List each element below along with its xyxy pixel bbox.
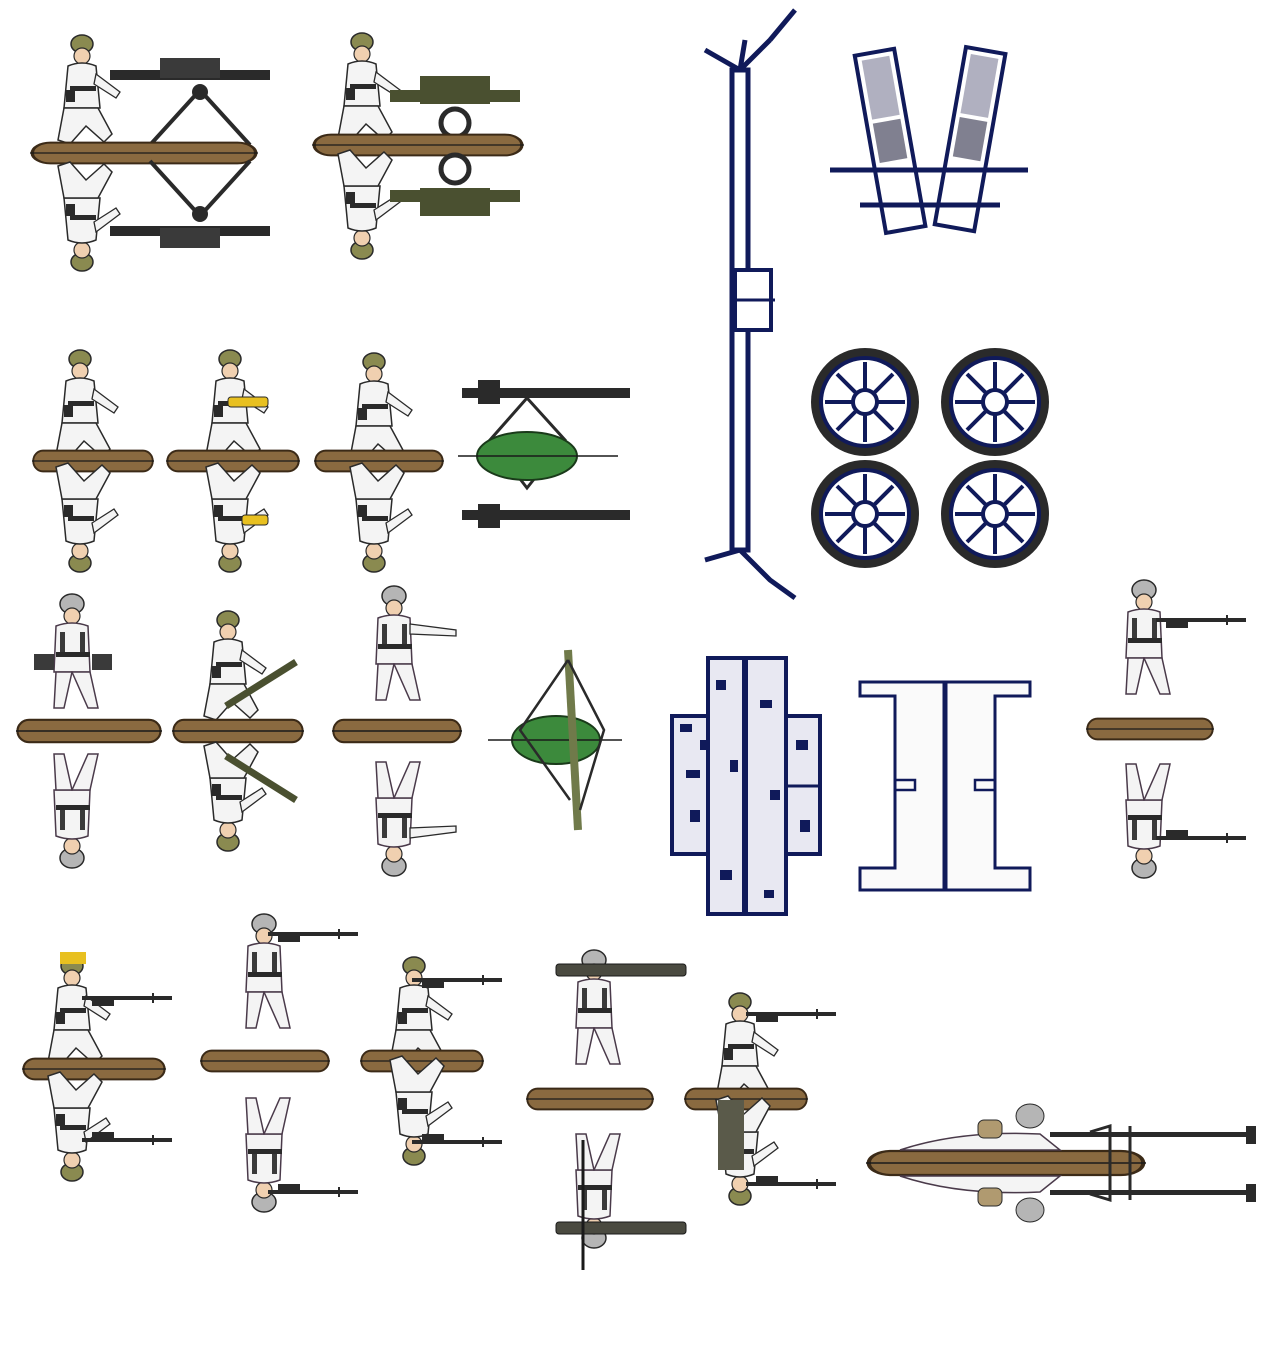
kneeling-crewman-shell bbox=[166, 349, 300, 573]
gun-wheels-set bbox=[809, 346, 1051, 570]
prone-mg-team bbox=[866, 1103, 1256, 1223]
kneeling-crewman-1 bbox=[32, 349, 154, 573]
gun-barrel-halves bbox=[830, 44, 1028, 236]
twin-barrel-mount bbox=[458, 380, 630, 528]
rifleman-kneeling bbox=[360, 956, 502, 1166]
kneeling-crewman-2 bbox=[314, 352, 444, 573]
rifleman-kneeling-2 bbox=[684, 992, 836, 1206]
mg-crew-tripod-pair bbox=[30, 34, 270, 272]
gun-trail-long bbox=[703, 8, 797, 601]
tyre-tread-strip bbox=[670, 656, 822, 916]
green-shield-mount bbox=[488, 649, 622, 831]
rifleman-standing bbox=[200, 913, 358, 1213]
belt-feeder bbox=[172, 610, 304, 852]
standing-gunner-lmg bbox=[1086, 579, 1246, 879]
officer-kneeling-smg bbox=[22, 952, 172, 1182]
axle-frame bbox=[858, 680, 1032, 892]
ammo-bearer bbox=[16, 593, 162, 869]
bazooka-man bbox=[526, 949, 687, 1270]
spotter-pointing bbox=[332, 585, 462, 877]
mg-crew-wheeled-pair bbox=[312, 32, 524, 260]
